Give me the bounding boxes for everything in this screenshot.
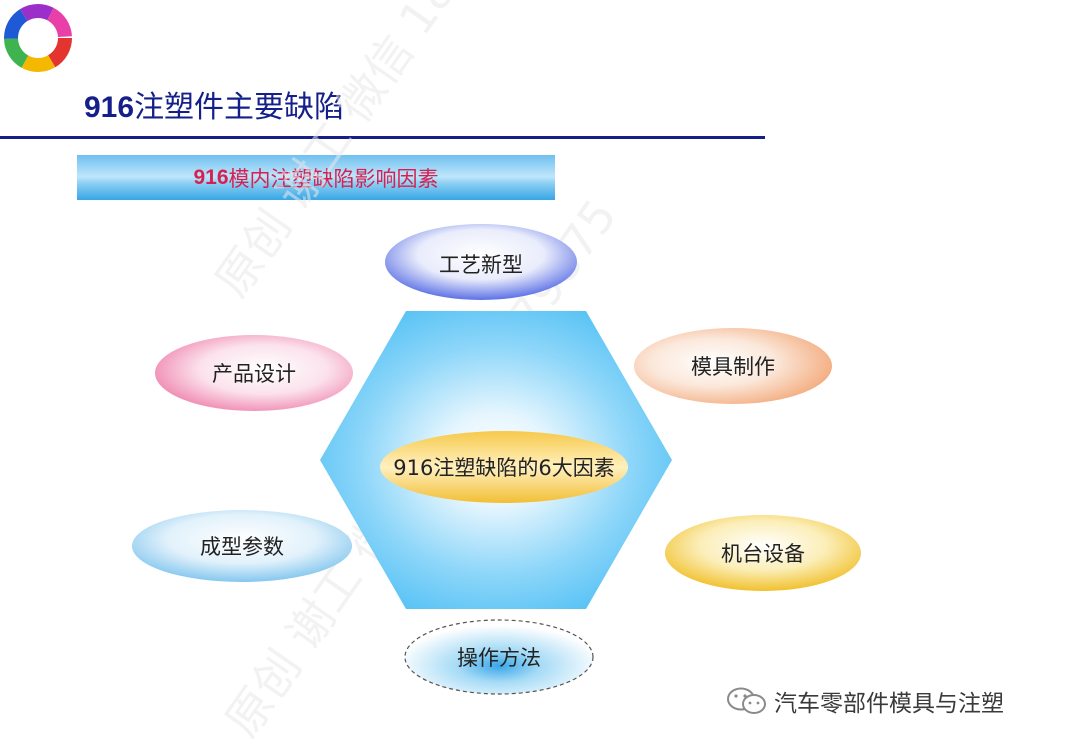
factor-product-node: 产品设计: [155, 335, 353, 411]
title-number: 916: [84, 91, 135, 124]
footer-account-tag: 汽车零部件模具与注塑: [726, 684, 1004, 718]
center-label: 916注塑缺陷的6大因素: [393, 456, 614, 480]
factor-operation-node: 操作方法: [404, 619, 594, 695]
factor-parameters-label: 成型参数: [200, 535, 284, 559]
factor-mold-node: 模具制作: [634, 328, 832, 404]
factor-machine-node: 机台设备: [665, 515, 861, 591]
factor-mold-label: 模具制作: [691, 355, 775, 379]
title-text: 注塑件主要缺陷: [134, 90, 345, 125]
title-underline: [0, 136, 765, 139]
factor-parameters-node: 成型参数: [132, 510, 352, 582]
factor-process-node: 工艺新型: [385, 224, 577, 300]
page-title: 916注塑件主要缺陷: [84, 82, 344, 126]
factor-machine-label: 机台设备: [721, 542, 805, 566]
banner-number: 916: [193, 165, 229, 189]
banner-text: 模内注塑缺陷影响因素: [228, 166, 439, 191]
cycle-arrows-logo-icon: [4, 4, 72, 72]
factor-operation-label: 操作方法: [457, 646, 541, 670]
factor-product-label: 产品设计: [212, 362, 296, 386]
wechat-icon: [727, 687, 766, 714]
center-factor-node: 916注塑缺陷的6大因素: [380, 431, 628, 503]
factor-process-label: 工艺新型: [439, 253, 523, 277]
footer-text: 汽车零部件模具与注塑: [774, 691, 1004, 717]
